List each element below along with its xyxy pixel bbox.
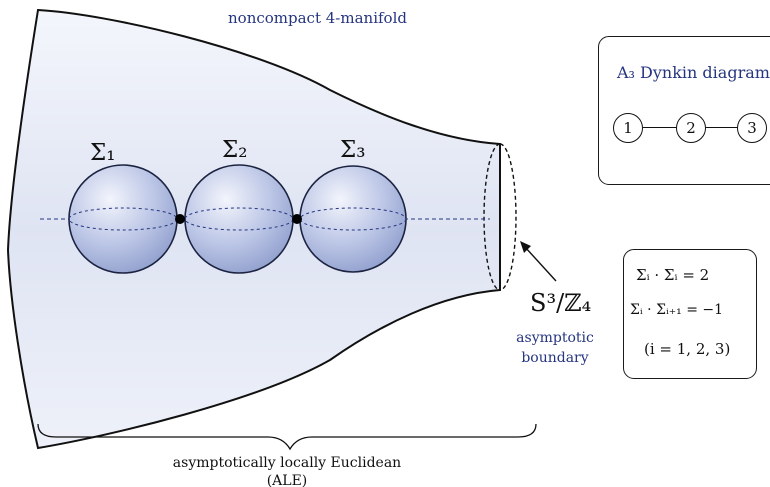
dynkin-title: A₃ Dynkin diagram — [617, 63, 770, 82]
boundary-space-label: S³/ℤ₄ — [530, 289, 591, 317]
sphere-1 — [68, 164, 178, 274]
sigma-2-label: Σ₂ — [222, 137, 247, 163]
self-intersection-equation: Σᵢ · Σᵢ = 2 — [636, 266, 710, 284]
boundary-caption-line-1: asymptotic — [516, 330, 594, 346]
dynkin-edge-1-2 — [643, 127, 677, 129]
manifold-label: noncompact 4-manifold — [228, 9, 407, 27]
ale-label-line-1: asymptotically locally Euclidean — [173, 455, 401, 471]
sigma-3-label: Σ₃ — [340, 137, 365, 163]
dynkin-node-2: 2 — [676, 113, 706, 143]
boundary-arrow-head — [520, 241, 531, 253]
boundary-ellipse-back — [483, 143, 501, 291]
index-range: (i = 1, 2, 3) — [644, 340, 731, 358]
adjacent-intersection-equation: Σᵢ · Σᵢ₊₁ = −1 — [630, 302, 724, 318]
boundary-arrow-shaft — [524, 246, 557, 282]
ale-brace — [37, 423, 537, 451]
intersection-point-2-3 — [292, 214, 302, 224]
dynkin-node-3: 3 — [737, 113, 767, 143]
ale-label-line-2: (ALE) — [267, 473, 308, 487]
sphere-2 — [184, 164, 294, 274]
dynkin-diagram-box: A₃ Dynkin diagram 1 2 3 — [598, 36, 770, 185]
sphere-3 — [299, 165, 407, 273]
dynkin-node-1: 1 — [613, 113, 643, 143]
boundary-caption-line-2: boundary — [521, 350, 588, 366]
intersection-point-1-2 — [175, 214, 185, 224]
intersection-form-box: Σᵢ · Σᵢ = 2 Σᵢ · Σᵢ₊₁ = −1 (i = 1, 2, 3) — [623, 249, 757, 379]
dynkin-edge-2-3 — [706, 127, 738, 129]
sigma-1-label: Σ₁ — [90, 140, 115, 166]
boundary-ellipse-front — [499, 143, 517, 291]
